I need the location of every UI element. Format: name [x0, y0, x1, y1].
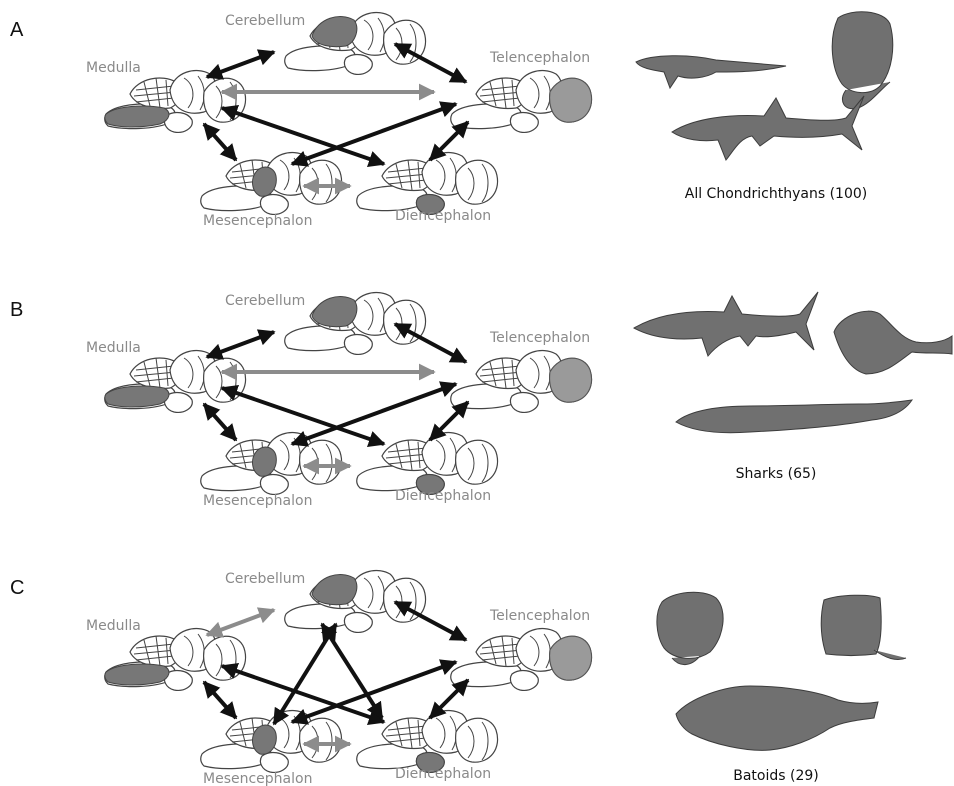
label-medulla: Medulla: [86, 618, 141, 634]
label-cerebellum: Cerebellum: [225, 293, 305, 309]
label-cerebellum: Cerebellum: [225, 13, 305, 29]
brain-medulla: [105, 351, 246, 413]
label-mesencephalon: Mesencephalon: [203, 771, 312, 786]
skate-silhouette: [821, 595, 906, 659]
arrow-telencephalon-mesencephalon: [292, 662, 456, 722]
label-cerebellum: Cerebellum: [225, 571, 305, 587]
shark-silhouette: [672, 96, 864, 160]
arrow-medulla-mesencephalon: [204, 404, 236, 440]
species-silhouettes: [657, 592, 906, 750]
label-diencephalon: Diencephalon: [395, 208, 491, 224]
dogfish-silhouette: [636, 56, 786, 88]
arrow-medulla-cerebellum: [207, 52, 274, 77]
arrow-medulla-cerebellum: [207, 610, 274, 635]
panel-letter: A: [10, 19, 24, 41]
brain-mesencephalon: [201, 711, 342, 773]
label-telencephalon: Telencephalon: [489, 330, 590, 346]
brain-telencephalon: [451, 351, 592, 413]
brain-cerebellum: [285, 293, 426, 355]
arrow-telencephalon-mesencephalon: [292, 384, 456, 444]
species-silhouettes: [636, 12, 893, 160]
label-medulla: Medulla: [86, 60, 141, 76]
brain-telencephalon: [451, 71, 592, 133]
arrow-medulla-mesencephalon: [204, 682, 236, 718]
label-diencephalon: Diencephalon: [395, 488, 491, 504]
brain-mesencephalon: [201, 153, 342, 215]
arrow-telencephalon-mesencephalon: [292, 104, 456, 164]
guitarfish-silhouette: [676, 686, 878, 750]
label-telencephalon: Telencephalon: [489, 50, 590, 66]
arrow-medulla-cerebellum: [207, 332, 274, 357]
label-medulla: Medulla: [86, 340, 141, 356]
brain-cerebellum: [285, 13, 426, 75]
brain-medulla: [105, 71, 246, 133]
label-mesencephalon: Mesencephalon: [203, 493, 312, 509]
sixgill-shark-silhouette: [676, 400, 912, 433]
stingray-silhouette: [657, 592, 723, 664]
panel-letter: C: [10, 577, 24, 599]
brain-cerebellum: [285, 571, 426, 633]
label-telencephalon: Telencephalon: [489, 608, 590, 624]
species-silhouettes: [634, 292, 952, 433]
panel-letter: B: [10, 299, 23, 321]
label-diencephalon: Diencephalon: [395, 766, 491, 782]
group-caption: All Chondrichthyans (100): [685, 186, 868, 202]
group-caption: Batoids (29): [733, 768, 819, 784]
ray-silhouette: [832, 12, 893, 109]
arrow-medulla-mesencephalon: [204, 124, 236, 160]
group-caption: Sharks (65): [736, 466, 817, 482]
brain-mesencephalon: [201, 433, 342, 495]
label-mesencephalon: Mesencephalon: [203, 213, 312, 229]
brain-telencephalon: [451, 629, 592, 691]
brain-medulla: [105, 629, 246, 691]
angel-shark-silhouette: [834, 311, 952, 374]
shark-silhouette: [634, 292, 818, 356]
